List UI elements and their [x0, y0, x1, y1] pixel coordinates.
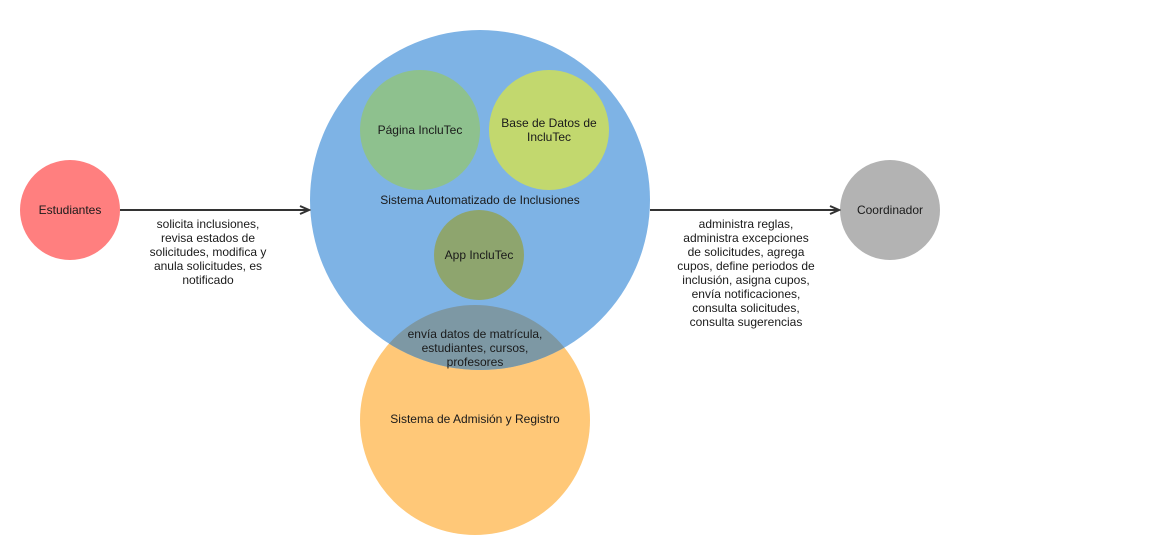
app-circle	[434, 210, 524, 300]
coordinador-label: Coordinador	[856, 203, 924, 217]
coordinador-edge-label: administra reglas, administra excepcione…	[677, 217, 815, 329]
app-label: App IncluTec	[444, 248, 514, 262]
estudiantes-circle	[20, 160, 120, 260]
pagina-label: Página IncluTec	[377, 123, 463, 137]
estudiantes-edge-label: solicita inclusiones, revisa estados de …	[149, 217, 267, 287]
pagina-circle	[360, 70, 480, 190]
admision-circle	[360, 305, 590, 535]
coordinador-circle	[840, 160, 940, 260]
estudiantes-label: Estudiantes	[38, 203, 102, 217]
base-datos-label: Base de Datos de IncluTec	[501, 116, 597, 144]
overlap-label: envía datos de matrícula, estudiantes, c…	[407, 327, 543, 369]
admision-label: Sistema de Admisión y Registro	[390, 412, 560, 426]
base-datos-circle	[489, 70, 609, 190]
sistema-automatizado-label: Sistema Automatizado de Inclusiones	[380, 193, 580, 207]
